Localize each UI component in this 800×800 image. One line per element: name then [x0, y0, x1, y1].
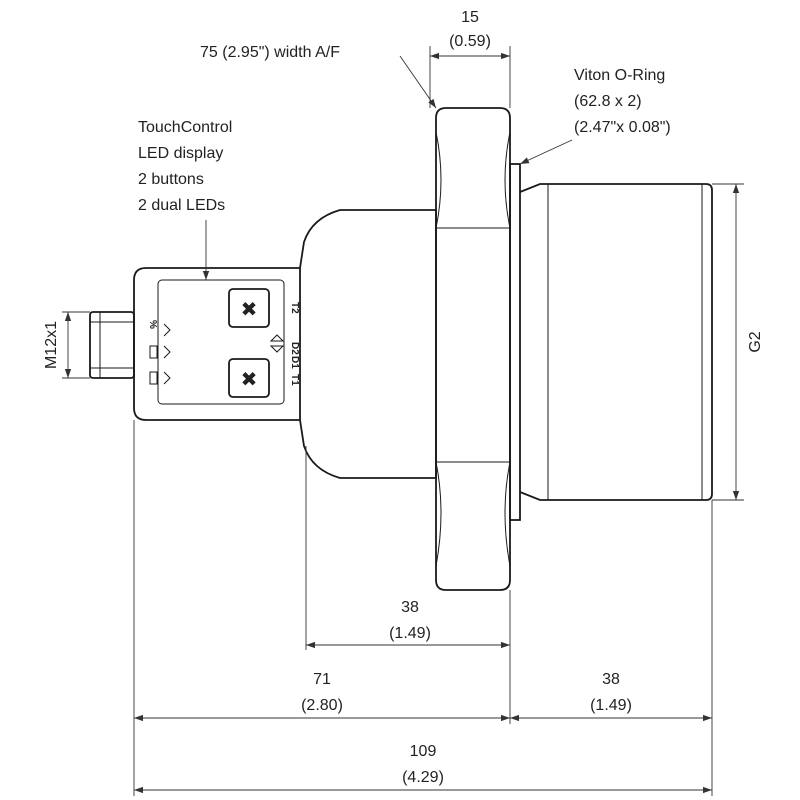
dim-nut-thickness: 15 (0.59): [429, 9, 511, 108]
dim-rear-mm: 71: [313, 671, 331, 688]
extension-lines: [133, 420, 713, 796]
annotation-nut-width: 75 (2.95") width A/F: [200, 44, 437, 109]
annotation-touch-control: TouchControl LED display 2 buttons 2 dua…: [138, 119, 232, 280]
touch-button-bottom: ✖: [228, 358, 270, 398]
touch-line2: LED display: [138, 145, 223, 162]
dim-top-mm: 15: [461, 9, 479, 26]
dim-housing-mm: 38: [401, 599, 419, 616]
touch-button-top: ✖: [228, 288, 270, 328]
dim-thread-g2: G2: [712, 183, 764, 501]
dim-top-in: (0.59): [449, 33, 491, 50]
connector-label: M12x1: [43, 321, 60, 369]
led-label-t1: T1: [289, 374, 300, 386]
annotation-o-ring: Viton O-Ring (62.8 x 2) (2.47"x 0.08"): [519, 67, 671, 165]
percent-label: %: [147, 320, 158, 329]
dim-rear-length: 71 (2.80): [134, 671, 510, 722]
touch-line4: 2 dual LEDs: [138, 197, 225, 214]
dim-housing-length: 38 (1.49): [306, 599, 510, 649]
thread-label: G2: [747, 331, 764, 352]
led-label-t2: T2: [289, 302, 300, 314]
button-cross-icon: ✖: [241, 299, 258, 321]
dim-total-in: (4.29): [402, 769, 444, 786]
o-ring: [509, 163, 521, 521]
led-indicator-bar: [149, 323, 171, 385]
dim-total-mm: 109: [410, 743, 437, 760]
button-cross-icon: ✖: [241, 369, 258, 391]
touch-control-panel: ✖ ✖ T2 D2 D1 T1 %: [147, 279, 300, 405]
oring-line3: (2.47"x 0.08"): [574, 119, 671, 136]
oring-line2: (62.8 x 2): [574, 93, 642, 110]
oring-line1: Viton O-Ring: [574, 67, 665, 84]
touch-line1: TouchControl: [138, 119, 232, 136]
dim-front-length: 38 (1.49): [510, 671, 712, 722]
sensor-dome: [299, 209, 437, 479]
led-label-d2: D2: [289, 342, 300, 355]
nut-width-label: 75 (2.95") width A/F: [200, 44, 340, 61]
dim-connector-m12: M12x1: [43, 311, 90, 379]
touch-line3: 2 buttons: [138, 171, 204, 188]
dim-front-mm: 38: [602, 671, 620, 688]
m12-connector: [89, 311, 135, 379]
dim-housing-in: (1.49): [389, 625, 431, 642]
dim-rear-in: (2.80): [301, 697, 343, 714]
electronics-housing: [133, 267, 301, 421]
dim-total-length: 109 (4.29): [134, 743, 712, 794]
hex-nut: [435, 107, 511, 591]
led-label-d1: D1: [289, 356, 300, 369]
thread-connection: [519, 183, 713, 501]
dim-front-in: (1.49): [590, 697, 632, 714]
